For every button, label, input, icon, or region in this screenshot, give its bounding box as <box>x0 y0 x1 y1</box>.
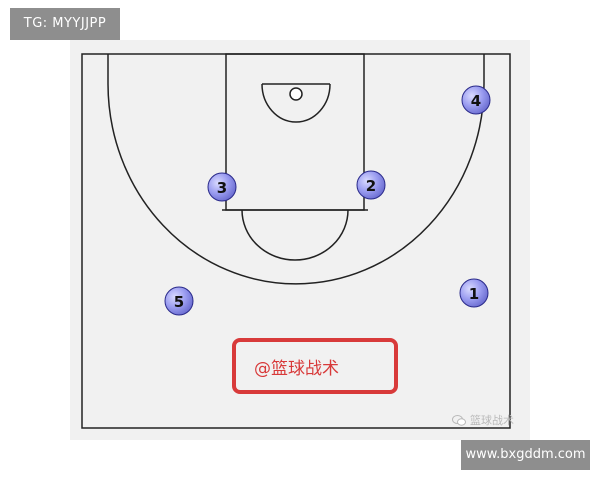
tg-badge: TG: MYYJJPP <box>10 8 120 40</box>
wechat-icon <box>452 414 466 426</box>
url-badge: www.bxgddm.com <box>461 440 590 470</box>
player-5: 5 <box>164 286 194 316</box>
player-2-number: 2 <box>366 177 376 195</box>
player-2: 2 <box>356 170 386 200</box>
player-3: 3 <box>207 172 237 202</box>
player-4-number: 4 <box>471 92 481 110</box>
free-throw-circle <box>241 209 349 261</box>
watermark-text: @篮球战术 <box>254 359 339 379</box>
player-1: 1 <box>459 278 489 308</box>
three-point-line <box>107 54 485 285</box>
court-boundary <box>81 53 511 429</box>
account-name: 篮球战术 <box>470 414 514 427</box>
player-1-number: 1 <box>469 285 479 303</box>
watermark-box: @篮球战术 <box>232 338 398 394</box>
basket-rim <box>289 87 303 101</box>
player-3-number: 3 <box>217 179 227 197</box>
player-5-number: 5 <box>174 293 184 311</box>
account-tag: 篮球战术 <box>452 412 514 428</box>
player-4: 4 <box>461 85 491 115</box>
restricted-area-arc <box>261 83 331 123</box>
